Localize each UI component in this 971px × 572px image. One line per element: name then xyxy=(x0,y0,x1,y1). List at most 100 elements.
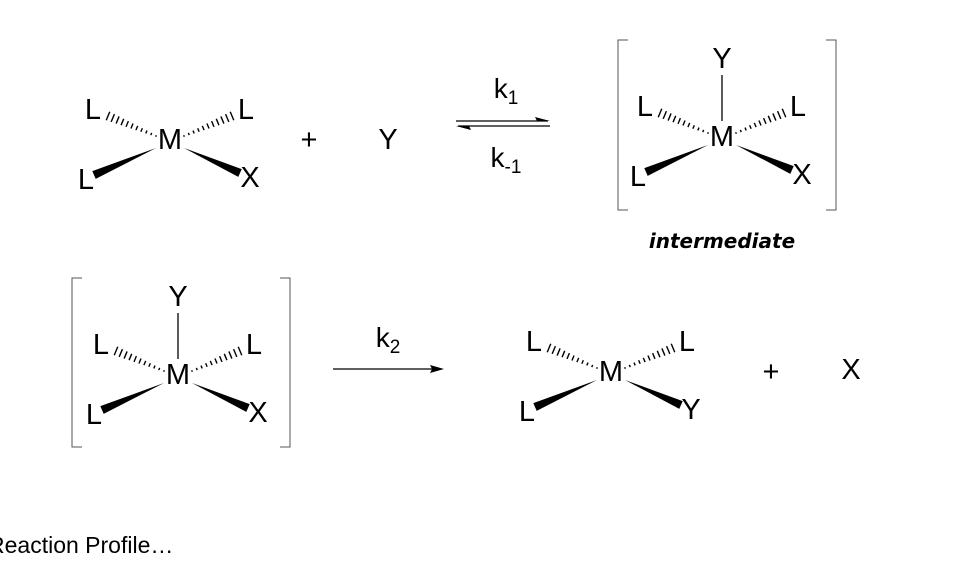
hashed-bond-segment xyxy=(206,123,210,129)
hashed-bond-segment xyxy=(647,355,651,361)
atom-top-left: L xyxy=(526,326,542,358)
hashed-bond-segment xyxy=(232,348,238,358)
hashed-bond-segment xyxy=(642,357,646,363)
hashed-bond-segment xyxy=(105,111,111,121)
plus-sign: + xyxy=(301,124,318,156)
hashed-bond-segment xyxy=(120,118,125,126)
hashed-bond-segment xyxy=(123,351,128,359)
hashed-bond-segment xyxy=(758,120,762,126)
hashed-bond-segment xyxy=(556,348,561,356)
hashed-bond-segment xyxy=(672,115,677,123)
hashed-bond-segment xyxy=(135,125,139,131)
hashed-bond-segment xyxy=(638,359,641,365)
wedge-bond xyxy=(644,145,708,176)
hashed-bond-segment xyxy=(155,134,157,138)
hashed-bond-segment xyxy=(739,129,742,133)
hashed-bond-segment xyxy=(130,123,134,129)
wedge-bond xyxy=(736,145,794,174)
atom-center: M xyxy=(158,124,182,156)
hashed-bond-segment xyxy=(228,351,233,359)
bracket-right xyxy=(280,277,291,448)
atom-bottom-left: L xyxy=(86,399,102,431)
hashed-bond-segment xyxy=(183,134,185,138)
wedge-bond xyxy=(100,383,164,414)
hashed-bond-segment xyxy=(682,120,686,126)
hashed-bond-segment xyxy=(153,365,156,369)
atom-bottom-right: Y xyxy=(681,394,700,426)
hashed-bond-segment xyxy=(744,127,747,131)
hashed-bond-segment xyxy=(138,358,142,364)
hashed-bond-segment xyxy=(781,108,787,118)
hashed-bond-segment xyxy=(200,365,203,369)
rate-constant-k2: k2 xyxy=(376,322,401,358)
hashed-bond-segment xyxy=(692,124,695,130)
wedge-bond xyxy=(92,148,156,179)
hashed-bond-segment xyxy=(677,117,682,125)
hashed-bond-segment xyxy=(115,116,120,124)
hashed-bond-segment xyxy=(551,345,557,355)
hashed-bond-segment xyxy=(753,122,757,128)
hashed-bond-segment xyxy=(762,117,767,125)
hashed-bond-segment xyxy=(749,124,752,130)
atom-center: M xyxy=(710,121,734,153)
hashed-bond-segment xyxy=(215,118,220,126)
atom-top-right: L xyxy=(246,329,262,361)
hashed-bond-segment xyxy=(566,352,571,360)
hashed-bond-segment xyxy=(571,355,575,361)
hashed-bond-segment xyxy=(665,345,671,355)
hashed-bond-segment xyxy=(735,131,737,135)
rate-constant-k-1: k-1 xyxy=(491,142,522,178)
hashed-bond-segment xyxy=(118,348,124,358)
hashed-bond-segment xyxy=(201,125,205,131)
footer-text: Reaction Profile… xyxy=(0,532,174,558)
hashed-bond-segment xyxy=(772,113,777,121)
hashed-bond-segment xyxy=(224,113,230,123)
wedge-bond xyxy=(184,148,242,177)
hashed-bond-segment xyxy=(581,359,584,365)
atom-top-right: L xyxy=(790,91,806,123)
hashed-bond-segment xyxy=(110,113,116,123)
atom-bottom-right: X xyxy=(248,397,267,429)
atom-top: Y xyxy=(712,43,731,75)
hashed-bond-segment xyxy=(158,367,161,371)
intermediate-label: intermediate xyxy=(649,229,795,253)
hashed-bond-segment xyxy=(667,113,672,121)
hashed-bond-segment xyxy=(125,120,130,128)
hashed-bond-segment xyxy=(702,129,705,133)
hashed-bond-segment xyxy=(661,348,666,356)
atom-bottom-left: L xyxy=(630,161,646,193)
forward-arrow xyxy=(333,365,444,373)
hashed-bond-segment xyxy=(697,127,700,131)
hashed-bond-segment xyxy=(656,350,661,358)
hashed-bond-segment xyxy=(191,369,193,373)
hashed-bond-segment xyxy=(150,132,153,136)
hashed-bond-segment xyxy=(128,353,133,361)
hashed-bond-segment xyxy=(192,130,195,134)
hashed-bond-segment xyxy=(576,357,580,363)
hashed-bond-segment xyxy=(218,355,223,363)
atom-top-left: L xyxy=(85,94,101,126)
atom-center: M xyxy=(599,356,623,388)
equilibrium-arrow xyxy=(456,117,550,130)
wedge-bond xyxy=(533,380,597,411)
atom-center: M xyxy=(166,359,190,391)
hashed-bond-segment xyxy=(657,108,663,118)
hashed-bond-segment xyxy=(197,127,200,133)
hashed-bond-segment xyxy=(220,116,225,124)
hashed-bond-segment xyxy=(133,355,138,363)
hashed-bond-segment xyxy=(670,343,676,353)
atom-top: Y xyxy=(168,281,187,313)
atom-bottom-right: X xyxy=(240,162,259,194)
rate-constant-k1: k1 xyxy=(494,73,519,109)
hashed-bond-segment xyxy=(195,367,198,371)
bracket-left xyxy=(71,277,82,448)
atom-bottom-right: X xyxy=(792,159,811,191)
bracket-left xyxy=(617,39,628,211)
hashed-bond-segment xyxy=(586,362,589,366)
hashed-bond-segment xyxy=(205,362,208,368)
hashed-bond-segment xyxy=(707,131,709,135)
atom-bottom-left: L xyxy=(78,164,94,196)
